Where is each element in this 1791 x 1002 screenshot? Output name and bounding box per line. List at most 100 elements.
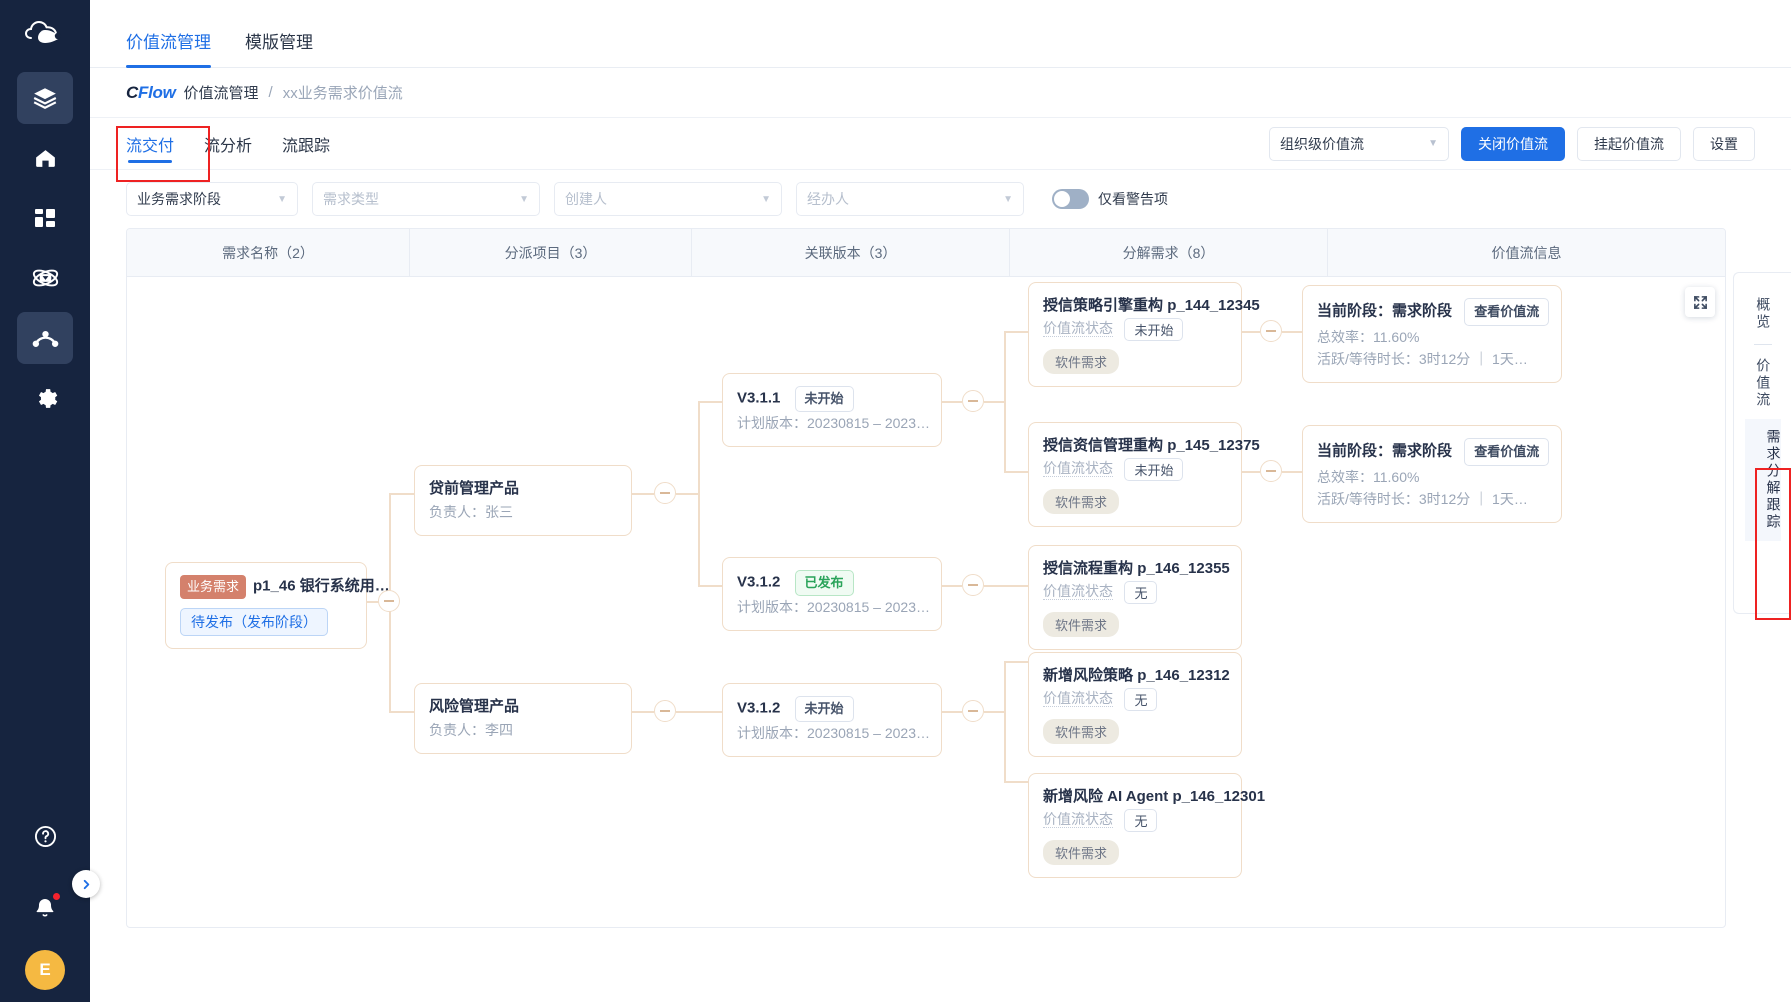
subrequirement-card[interactable]: 新增风险策略 p_146_12312 价值流状态 无 软件需求 [1028, 652, 1242, 757]
sub-tabs-bar: 流交付 流分析 流跟踪 组织级价值流 ▼ 关闭价值流 挂起价值流 设置 [90, 118, 1791, 182]
subrequirement-title-row: 授信资信管理重构 p_145_12375 [1043, 435, 1260, 458]
connector [1282, 331, 1302, 333]
filter-creator-select[interactable]: 创建人 ▼ [554, 182, 782, 216]
right-panel-item-overview[interactable]: 概览 [1755, 297, 1772, 331]
warn-only-toggle[interactable] [1052, 189, 1089, 209]
gear-icon [38, 388, 57, 408]
version-name: V3.1.2 [737, 573, 781, 591]
product-title: 风险管理产品 [429, 698, 520, 715]
sidebar-item-settings[interactable] [17, 372, 73, 424]
subrequirement-title: 新增风险 AI Agent [1043, 788, 1169, 805]
chevron-down-icon: ▼ [519, 193, 529, 205]
version-name: V3.1.1 [737, 389, 781, 407]
subrequirement-title-row: 授信策略引擎重构 p_144_12345 [1043, 295, 1260, 318]
collapse-knob[interactable] [962, 700, 984, 722]
collapse-knob[interactable] [378, 590, 400, 612]
breadcrumb-root[interactable]: 价值流管理 [183, 85, 259, 102]
version-title-row: V3.1.2 已发布 [737, 570, 927, 596]
version-card[interactable]: V3.1.1 未开始 计划版本：20230815 – 2023… [722, 373, 942, 447]
subrequirement-card[interactable]: 授信流程重构 p_146_12355 价值流状态 无 软件需求 [1028, 545, 1242, 650]
root-requirement-title: p1_46 银行系统用… [253, 577, 390, 595]
sidebar-item-valuestream[interactable] [17, 312, 73, 364]
subrequirement-title: 授信资信管理重构 [1043, 437, 1164, 454]
chevron-down-icon: ▼ [277, 193, 287, 205]
product-card[interactable]: 风险管理产品 负责人：李四 [414, 683, 632, 754]
subrequirement-state-row: 价值流状态 无 [1043, 808, 1227, 832]
sidebar-item-dashboard[interactable] [17, 192, 73, 244]
filter-stage-select[interactable]: 业务需求阶段 ▼ [126, 182, 298, 216]
top-nav: 价值流管理 模版管理 [90, 0, 1791, 69]
settings-button[interactable]: 设置 [1693, 126, 1755, 161]
subrequirement-chip-row: 软件需求 [1043, 341, 1227, 374]
expand-fullscreen-button[interactable] [1685, 287, 1715, 317]
subrequirement-card[interactable]: 授信资信管理重构 p_145_12375 价值流状态 未开始 软件需求 [1028, 422, 1260, 527]
tab-flow-delivery[interactable]: 流交付 [126, 118, 174, 170]
version-card[interactable]: V3.1.2 未开始 计划版本：20230815 – 2023… [722, 683, 942, 757]
app-logo[interactable] [0, 0, 90, 68]
notifications-button[interactable] [17, 882, 73, 934]
tab-template-management[interactable]: 模版管理 [245, 32, 313, 52]
right-panel-item-requirement-decomposition[interactable]: 需求分解跟踪 [1744, 419, 1782, 541]
right-panel-item-valuestream[interactable]: 价值流 [1755, 358, 1772, 409]
collapse-knob[interactable] [654, 482, 676, 504]
filter-type-select[interactable]: 需求类型 ▼ [312, 182, 540, 216]
connector [1004, 781, 1028, 783]
subrequirement-card[interactable]: 授信策略引擎重构 p_144_12345 价值流状态 未开始 软件需求 [1028, 282, 1260, 387]
chevron-down-icon: ▼ [1003, 193, 1013, 205]
subrequirement-title-row: 授信流程重构 p_146_12355 [1043, 558, 1230, 581]
requirement-type-chip: 软件需求 [1043, 488, 1120, 514]
sidebar-item-layers[interactable] [17, 72, 73, 124]
collapse-knob[interactable] [962, 574, 984, 596]
connector [698, 585, 722, 587]
connector [1004, 331, 1028, 333]
value-stream-status-label: 价值流状态 [1043, 583, 1113, 601]
suspend-value-stream-button[interactable]: 挂起价值流 [1577, 126, 1681, 161]
view-value-stream-button[interactable]: 查看价值流 [1464, 438, 1550, 466]
value-stream-status-label: 价值流状态 [1043, 811, 1113, 829]
connector [1282, 471, 1302, 473]
tab-flow-analysis[interactable]: 流分析 [204, 137, 253, 155]
subrequirement-chip-row: 软件需求 [1043, 481, 1227, 514]
subrequirement-title: 新增风险策略 [1043, 667, 1134, 684]
scope-select[interactable]: 组织级价值流 ▼ [1269, 126, 1449, 161]
notification-badge-dot [52, 892, 61, 901]
product-card[interactable]: 贷前管理产品 负责人：张三 [414, 465, 632, 536]
sidebar-item-home[interactable] [17, 132, 73, 184]
avatar[interactable]: E [25, 950, 65, 990]
valuestream-info-card[interactable]: 当前阶段：需求阶段 查看价值流 总效率：11.60% 活跃/等待时长：3时12分… [1302, 425, 1562, 524]
collapse-knob[interactable] [1260, 320, 1282, 342]
connector [942, 711, 962, 713]
connector [676, 493, 698, 495]
filter-bar: 业务需求阶段 ▼ 需求类型 ▼ 创建人 ▼ 经办人 ▼ 仅看警告项 [90, 170, 1791, 228]
column-header-decomposed-requirement: 分解需求（8） [1010, 229, 1328, 276]
filter-creator-placeholder: 创建人 [565, 191, 607, 207]
warn-only-toggle-label: 仅看警告项 [1098, 191, 1168, 207]
version-card[interactable]: V3.1.2 已发布 计划版本：20230815 – 2023… [722, 557, 942, 631]
connector [1004, 471, 1028, 473]
collapse-knob[interactable] [962, 390, 984, 412]
subrequirement-chip-row: 软件需求 [1043, 832, 1227, 865]
filter-handler-select[interactable]: 经办人 ▼ [796, 182, 1024, 216]
tab-flow-tracking[interactable]: 流跟踪 [282, 137, 331, 155]
valuestream-icon [32, 330, 58, 347]
breadcrumb-separator: / [268, 84, 273, 101]
close-value-stream-button[interactable]: 关闭价值流 [1461, 126, 1565, 161]
tab-value-stream-management[interactable]: 价值流管理 [126, 33, 211, 69]
right-panel-divider [1753, 344, 1772, 345]
subrequirement-card[interactable]: 新增风险 AI Agent p_146_12301 价值流状态 无 软件需求 [1028, 773, 1265, 878]
warn-only-toggle-group[interactable]: 仅看警告项 [1052, 189, 1168, 209]
sidebar-item-atom[interactable] [17, 252, 73, 304]
connector [1004, 661, 1028, 663]
view-value-stream-button[interactable]: 查看价值流 [1464, 298, 1550, 326]
valuestream-info-card[interactable]: 当前阶段：需求阶段 查看价值流 总效率：11.60% 活跃/等待时长：3时12分… [1302, 285, 1562, 384]
valuestream-stage-row: 当前阶段：需求阶段 查看价值流 [1317, 298, 1550, 326]
value-stream-status-badge: 无 [1124, 687, 1158, 711]
collapse-knob[interactable] [1260, 460, 1282, 482]
rail-expand-toggle[interactable] [72, 870, 100, 898]
help-button[interactable] [17, 810, 73, 862]
collapse-knob[interactable] [654, 700, 676, 722]
subrequirement-state-row: 价值流状态 未开始 [1043, 457, 1227, 481]
